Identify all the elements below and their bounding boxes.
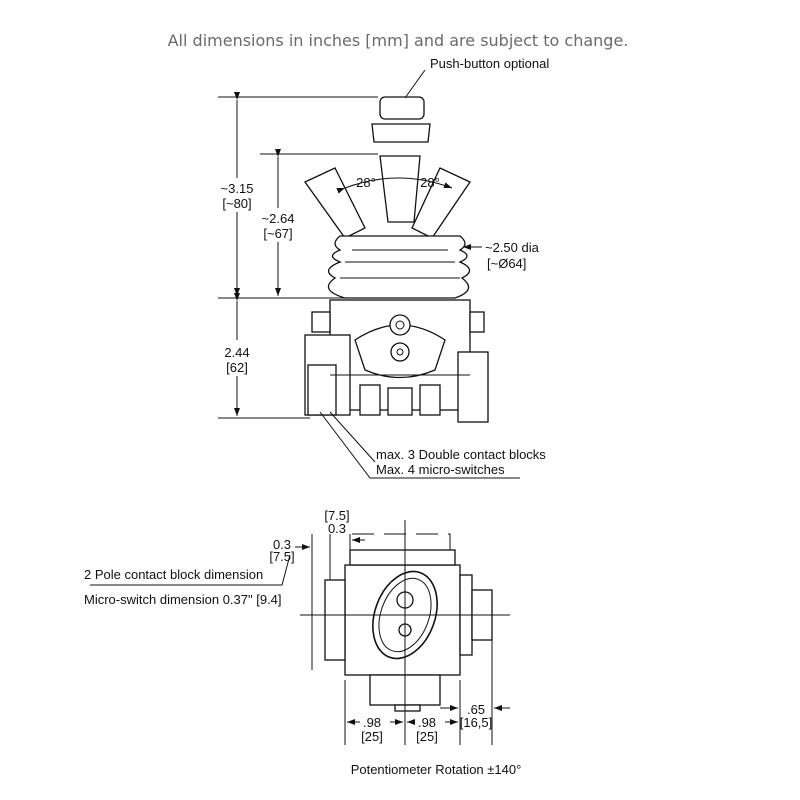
contact-block-dimension-label: 2 Pole contact block dimension — [84, 567, 263, 582]
handle-height-mm: [~67] — [263, 226, 292, 241]
dim-bottom-2-in: .98 — [418, 715, 436, 730]
boot-diameter-mm: [~Ø64] — [487, 256, 526, 271]
push-button-cap — [371, 96, 431, 143]
body-height-in: 2.44 — [224, 345, 249, 360]
dim-bottom-3-in: .65 — [467, 702, 485, 717]
micro-switches-note: Max. 4 micro-switches — [376, 462, 505, 477]
boot-diameter-in: ~2.50 dia — [485, 240, 540, 255]
push-button-label: Push-button optional — [430, 56, 549, 71]
overall-height-mm: [~80] — [222, 196, 251, 211]
mechanism-body — [304, 299, 489, 423]
body-height-mm: [62] — [226, 360, 248, 375]
dim-top-in: 0.3 — [328, 521, 346, 536]
handle-tilt-left — [304, 167, 366, 239]
angle-left-label: 28° — [356, 175, 376, 190]
handle-tilt-right — [411, 167, 471, 239]
angle-right-label: 28° — [420, 175, 440, 190]
handle-height-in: ~2.64 — [262, 211, 295, 226]
rubber-boot — [327, 235, 471, 299]
top-view-joystick — [90, 520, 510, 745]
dim-bottom-1-in: .98 — [363, 715, 381, 730]
dim-bottom-1-mm: [25] — [361, 729, 383, 744]
dim-left-mm: [7.5] — [269, 549, 294, 564]
dimensions-note: All dimensions in inches [mm] and are su… — [168, 31, 629, 50]
dim-top-mm: [7.5] — [324, 508, 349, 523]
dim-bottom-3-mm: [16,5] — [460, 715, 493, 730]
micro-switch-dimension-label: Micro-switch dimension 0.37" [9.4] — [84, 592, 282, 607]
contact-blocks-note: max. 3 Double contact blocks — [376, 447, 546, 462]
dim-bottom-2-mm: [25] — [416, 729, 438, 744]
side-view-joystick: 28° 28° — [218, 69, 520, 479]
dim-left-in: 0.3 — [273, 537, 291, 552]
overall-height-in: ~3.15 — [221, 181, 254, 196]
handle — [379, 155, 421, 223]
potentiometer-rotation-label: Potentiometer Rotation ±140° — [351, 762, 522, 777]
